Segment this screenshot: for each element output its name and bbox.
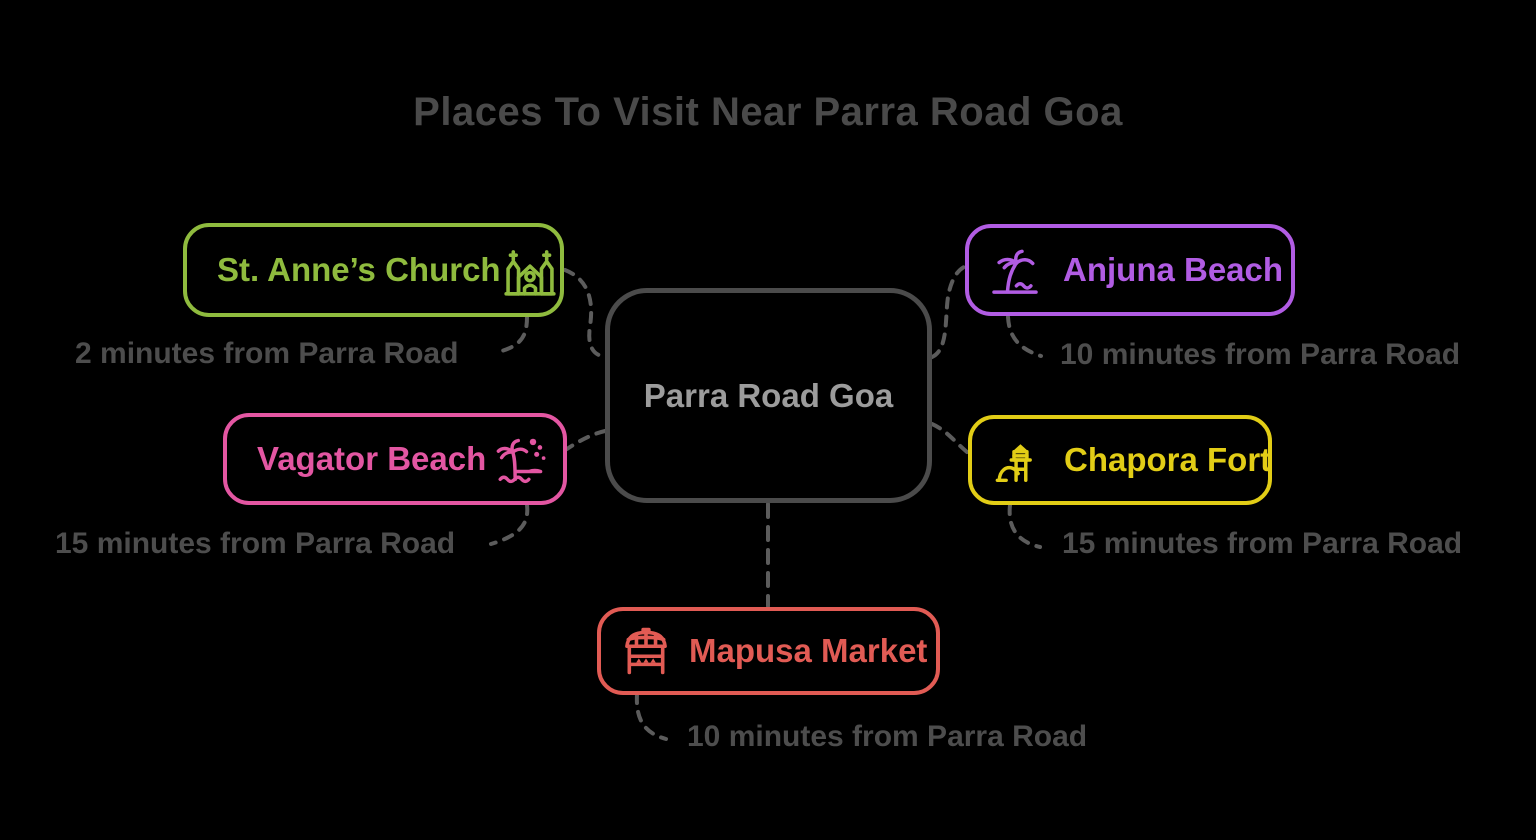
palm-tree-splash-icon [491, 431, 551, 487]
connector-center-to-vagator [565, 429, 607, 451]
node-label: Mapusa Market [689, 632, 928, 669]
market-stall-icon [617, 620, 675, 682]
connector-church-to-center [563, 268, 607, 359]
node-anjuna-beach: Anjuna Beach [965, 224, 1295, 316]
caption-anjuna-beach: 10 minutes from Parra Road [1060, 338, 1461, 371]
connector-mapusa-to-caption [634, 692, 668, 741]
node-mapusa-market: Mapusa Market [597, 607, 940, 695]
connector-church-to-caption [496, 315, 529, 354]
connector-chapora-to-caption [1007, 503, 1042, 549]
connector-anjuna-to-caption [1006, 315, 1043, 358]
node-chapora-fort: Chapora Fort [968, 415, 1272, 505]
node-label: Anjuna Beach [1063, 251, 1284, 288]
node-label: St. Anne’s Church [217, 251, 501, 288]
palm-tree-beach-icon [987, 242, 1043, 298]
node-vagator-beach: Vagator Beach [223, 413, 567, 505]
caption-st-annes-church: 2 minutes from Parra Road [75, 337, 459, 370]
connector-vagator-to-caption [489, 503, 530, 546]
central-node-parra-road-goa: Parra Road Goa [605, 288, 932, 503]
church-icon [501, 239, 559, 301]
caption-mapusa-market: 10 minutes from Parra Road [687, 720, 1088, 753]
caption-vagator-beach: 15 minutes from Parra Road [55, 527, 456, 560]
node-st-annes-church: St. Anne’s Church [183, 223, 564, 317]
node-label: Chapora Fort [1064, 441, 1272, 478]
fort-watchtower-icon [992, 430, 1048, 490]
diagram-title: Places To Visit Near Parra Road Goa [413, 90, 1123, 134]
caption-chapora-fort: 15 minutes from Parra Road [1062, 527, 1463, 560]
central-node-label: Parra Road Goa [643, 376, 894, 414]
connector-center-to-anjuna [930, 265, 966, 359]
node-label: Vagator Beach [257, 440, 487, 477]
connector-center-to-chapora [930, 422, 969, 454]
